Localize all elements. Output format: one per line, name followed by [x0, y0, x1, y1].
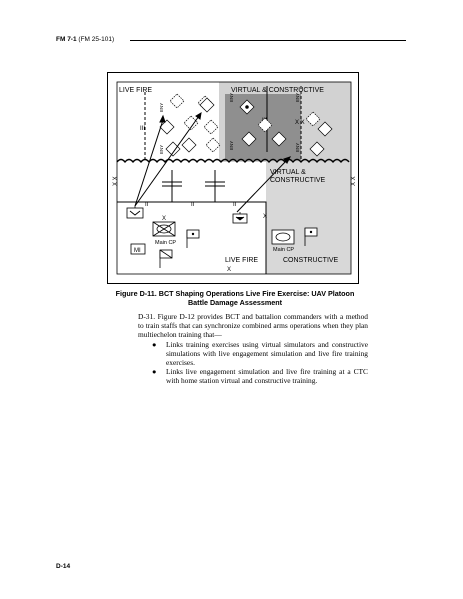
bullet-list: ● Links training exercises using virtual…: [152, 340, 368, 385]
marker-ii-1: II: [145, 202, 149, 208]
label-eny-2: ENY: [159, 145, 164, 154]
label-virtual-line2: CONSTRUCTIVE: [270, 177, 326, 184]
marker-ii-3: II: [233, 202, 237, 208]
label-eny-1: ENY: [159, 103, 164, 112]
constructive-main-cp-label: Main CP: [273, 247, 294, 253]
marker-ii-2: II: [191, 202, 195, 208]
list-item: ● Links training exercises using virtual…: [152, 340, 368, 367]
label-virtual-line1: VIRTUAL &: [270, 169, 306, 176]
figure-caption: Figure D-11. BCT Shaping Operations Live…: [90, 289, 380, 307]
marker-right-xx-2: X X: [351, 176, 357, 186]
bct-echelon-x: X: [162, 216, 166, 222]
bullet-text: Links live engagement simulation and liv…: [166, 367, 368, 385]
caption-line-2: Battle Damage Assessment: [187, 298, 282, 307]
uav-platoon-symbol: [126, 206, 144, 219]
page-number: D-14: [56, 563, 71, 570]
label-live-fire-bottom: LIVE FIRE: [225, 257, 258, 264]
header-rule: [130, 40, 406, 41]
label-constructive-bottom: CONSTRUCTIVE: [283, 257, 339, 264]
bullet-text: Links training exercises using virtual s…: [166, 340, 368, 367]
caption-line-1: Figure D-11. BCT Shaping Operations Live…: [115, 289, 355, 298]
manual-number: FM 7-1: [56, 36, 77, 43]
constructive-main-cp-symbol: Main CP: [271, 229, 294, 253]
label-eny-3: ENY: [229, 93, 234, 102]
marker-right-xx: X X: [295, 120, 305, 126]
marker-left-xx: X X: [113, 176, 119, 186]
figure-diagram: LIVE FIRE VIRTUAL & CONSTRUCTIVE VIRTUAL…: [107, 72, 359, 284]
label-eny-5: ENY: [295, 93, 300, 102]
uav-ground-station-symbol: [232, 212, 248, 224]
marker-left-iii: III: [140, 126, 145, 132]
bullet-dot: ●: [152, 367, 157, 376]
uav-flight-paths: [134, 112, 291, 213]
enemy-units-live: [159, 93, 221, 157]
label-eny-6: ENY: [295, 143, 300, 152]
flot-line: [116, 158, 350, 164]
bct-main-cp-symbol: X Main CP: [152, 216, 176, 246]
enemy-units-virtual: [239, 99, 333, 157]
signal-unit-symbol: [159, 249, 173, 268]
label-live-fire-top: LIVE FIRE: [119, 87, 152, 94]
mi-label: MI: [134, 248, 141, 254]
marker-x-center: X: [263, 214, 267, 220]
mi-unit-symbol: MI: [130, 243, 146, 255]
bct-main-cp-label: Main CP: [155, 240, 176, 246]
label-eny-4: ENY: [229, 141, 234, 150]
inner-boundary: [116, 81, 352, 275]
list-item: ● Links live engagement simulation and l…: [152, 367, 368, 385]
sector-boundary: [117, 201, 267, 274]
figure-d-11: LIVE FIRE VIRTUAL & CONSTRUCTIVE VIRTUAL…: [107, 72, 359, 284]
flag-symbol-left: [186, 229, 200, 248]
running-header: FM 7-1 (FM 25-101): [56, 36, 114, 43]
paragraph-d-31: D-31. Figure D-12 provides BCT and batta…: [138, 312, 368, 339]
constructive-zone: [266, 162, 351, 274]
bullet-dot: ●: [152, 340, 157, 349]
label-virtual-constructive-top: VIRTUAL & CONSTRUCTIVE: [231, 87, 324, 94]
flag-symbol-right: [304, 227, 318, 246]
manual-alt-number: (FM 25-101): [78, 36, 115, 43]
marker-x-bottom: X: [227, 267, 231, 273]
